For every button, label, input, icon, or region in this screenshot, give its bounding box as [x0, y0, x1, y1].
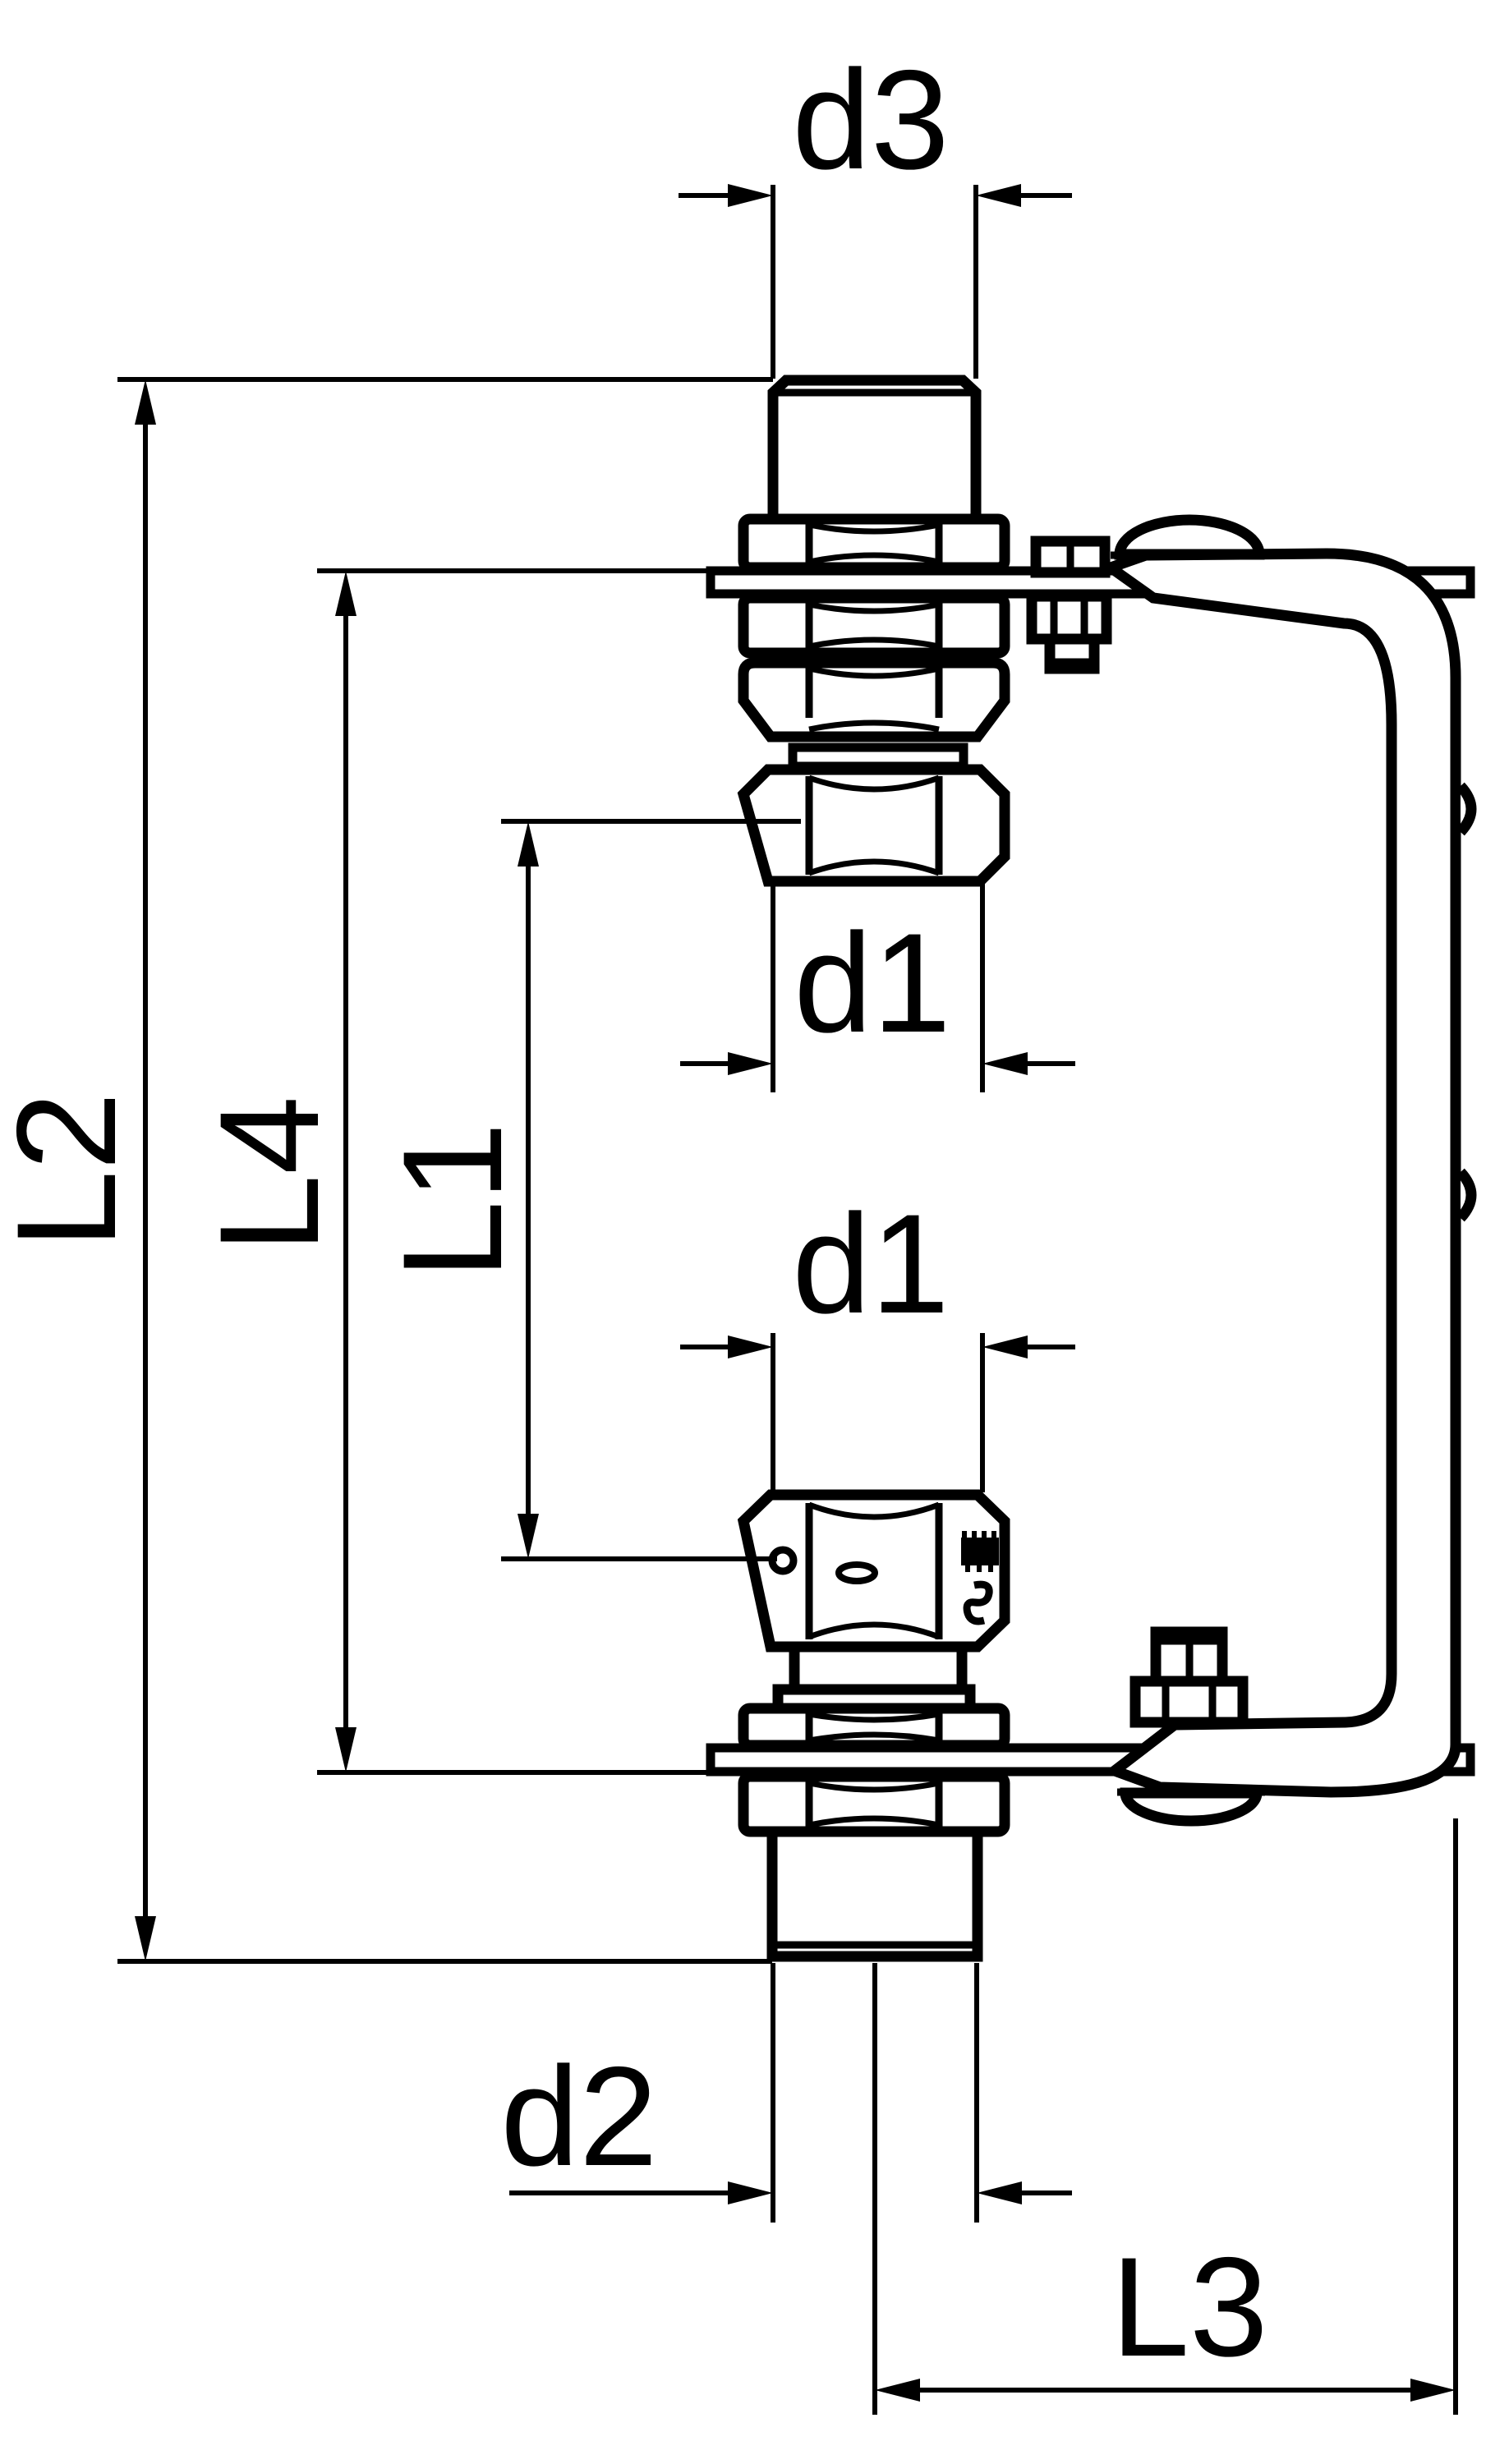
- top-spigot-pipe: [767, 375, 982, 526]
- lower-valve-body: [737, 1489, 1010, 1653]
- dimension-L2: L2: [0, 377, 773, 1964]
- dim-label-L4: L4: [191, 1096, 348, 1253]
- upper-jam-nut: [738, 592, 1010, 659]
- knurl-marking: [961, 1531, 999, 1572]
- bracket-dome-bolt-top: [1111, 514, 1268, 560]
- bracket-dome-bolt-bottom: [1117, 1787, 1265, 1827]
- dimension-L3: L3: [872, 1818, 1458, 2415]
- lower-nut-above-plate: [738, 1703, 1010, 1751]
- upper-washer: [788, 742, 968, 771]
- bracket-indent-upper: [1456, 782, 1477, 836]
- dim-label-d2: d2: [500, 2038, 657, 2195]
- dimension-L1: L1: [374, 819, 801, 1561]
- clamp-stud-top: [1026, 536, 1112, 674]
- dim-label-d3: d3: [792, 41, 949, 199]
- lower-nut-below-plate: [738, 1771, 1010, 1837]
- dim-label-L3: L3: [1111, 2228, 1267, 2386]
- bottom-spigot-sleeve: [766, 1826, 983, 1962]
- face-slot: [835, 1561, 878, 1584]
- dim-label-d1-lower: d1: [792, 1185, 949, 1343]
- dimension-d1-lower: d1: [680, 1185, 1075, 1492]
- dim-label-L2: L2: [0, 1092, 145, 1248]
- upper-union-nut: [737, 764, 1010, 887]
- upper-hex-body: [738, 657, 1010, 742]
- dimension-d1-upper: d1: [680, 883, 1075, 1092]
- clamp-stud-bottom: [1129, 1626, 1249, 1728]
- dimension-d3: d3: [679, 41, 1072, 379]
- dimension-d2: d2: [500, 1963, 1072, 2223]
- bracket-indent-lower: [1456, 1168, 1477, 1222]
- dim-label-d1-upper: d1: [794, 904, 950, 1062]
- upper-locknut: [738, 513, 1010, 573]
- stamp-marking: [963, 1580, 993, 1625]
- dim-label-L1: L1: [374, 1122, 531, 1279]
- dimension-L4: L4: [191, 568, 710, 1775]
- wall-bracket: [1098, 548, 1477, 1798]
- lower-neck: [772, 1641, 976, 1716]
